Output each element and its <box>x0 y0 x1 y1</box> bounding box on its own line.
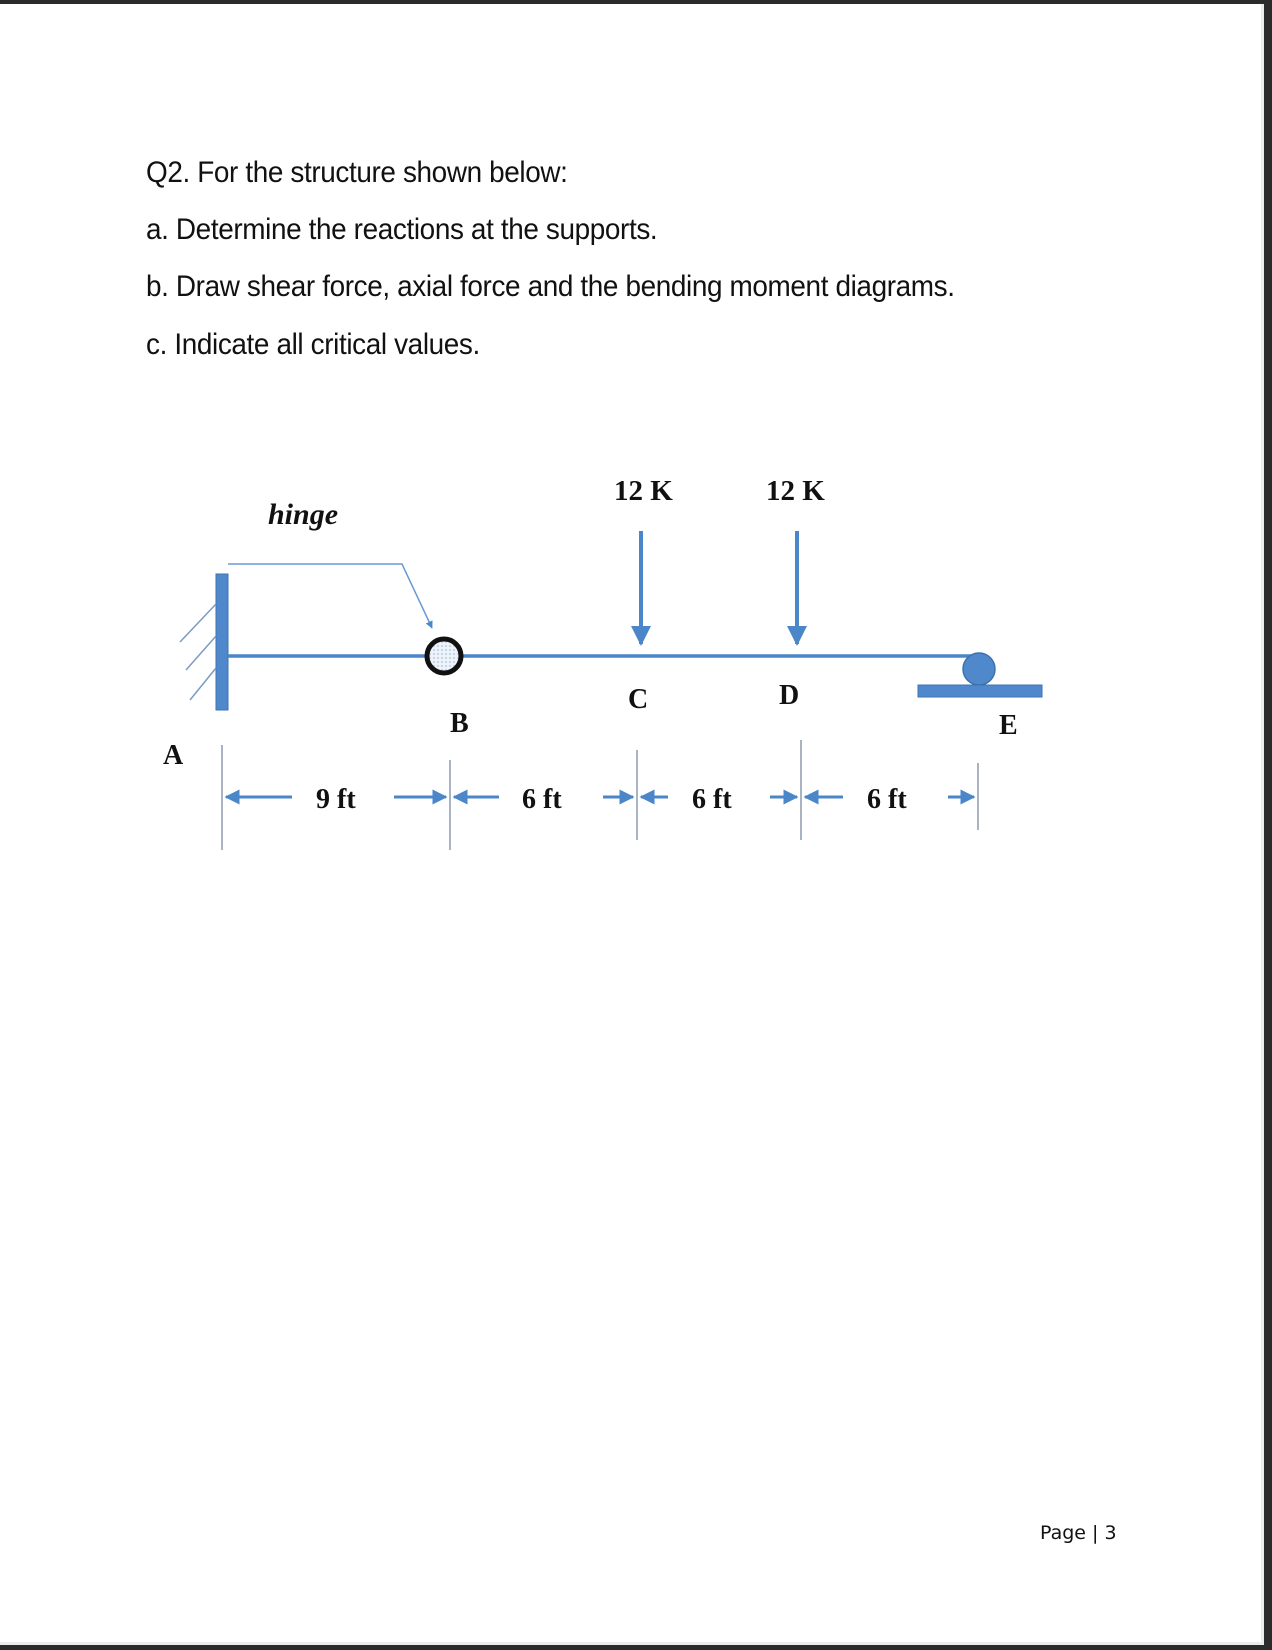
point-label-b: B <box>450 708 469 739</box>
point-label-c: C <box>628 684 648 715</box>
question-part-c: c. Indicate all critical values. <box>146 328 480 361</box>
beam-diagram: hinge 12 K 12 K A B C D E <box>163 475 1043 850</box>
dimension-de: 6 ft <box>867 784 907 815</box>
page-number: Page | 3 <box>1040 1522 1117 1544</box>
question-part-b: b. Draw shear force, axial force and the… <box>146 270 955 303</box>
question-part-a: a. Determine the reactions at the suppor… <box>146 213 658 246</box>
hinge-pointer-arrow <box>228 563 433 629</box>
point-label-e: E <box>999 710 1018 741</box>
document-page: Q2. For the structure shown below: a. De… <box>0 4 1264 1645</box>
dimension-extension-lines <box>221 740 979 850</box>
load-label-c: 12 K <box>614 475 673 507</box>
load-label-d: 12 K <box>766 475 825 507</box>
roller-support-e <box>917 652 1043 698</box>
point-label-d: D <box>779 680 799 711</box>
question-title: Q2. For the structure shown below: <box>146 156 568 189</box>
dimension-cd: 6 ft <box>692 784 732 815</box>
point-label-a: A <box>163 740 184 771</box>
fixed-support-a <box>179 573 229 711</box>
hinge-label: hinge <box>268 498 338 531</box>
hinge-b <box>424 636 464 676</box>
dimension-bc: 6 ft <box>522 784 562 815</box>
dimension-ab: 9 ft <box>316 784 356 815</box>
